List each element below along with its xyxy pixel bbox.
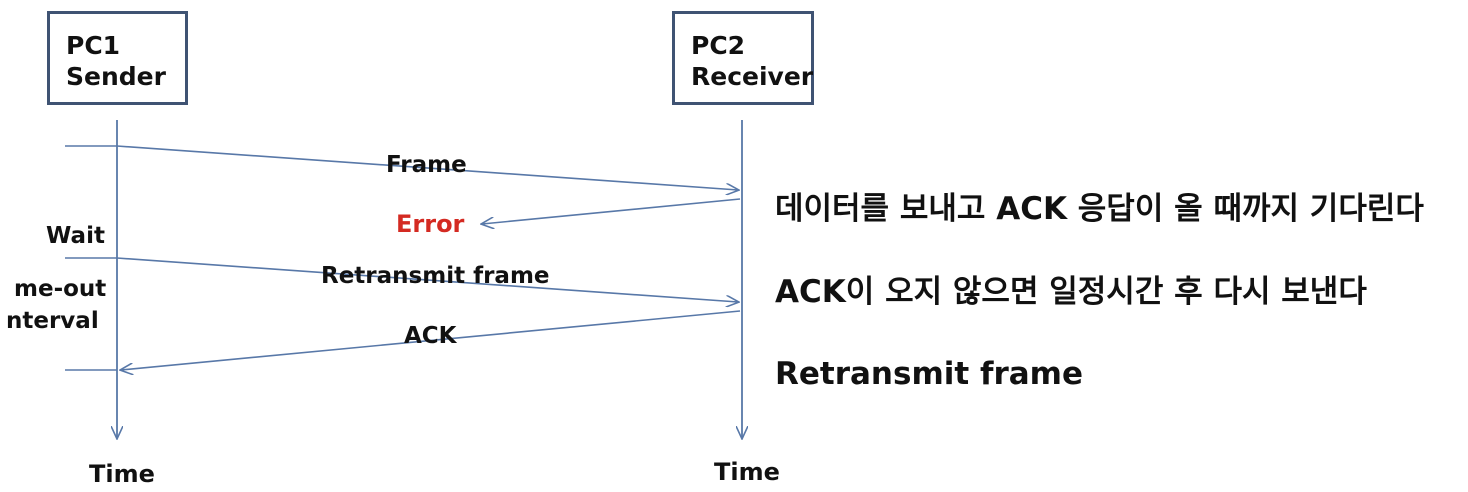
retransmit-arrow <box>116 257 738 302</box>
pc2-name: PC2 <box>691 31 746 60</box>
time-label-sender: Time <box>89 460 155 488</box>
side-note-3: Retransmit frame <box>775 356 1084 392</box>
frame-label: Frame <box>386 152 467 178</box>
frame-arrow <box>116 145 738 190</box>
ack-arrow <box>121 310 741 370</box>
side-note-2: ACK이 오지 않으면 일정시간 후 다시 보낸다 <box>775 274 1367 310</box>
pc1-role: Sender <box>66 62 166 91</box>
pc1-name: PC1 <box>66 31 121 60</box>
side-note-1: 데이터를 보내고 ACK 응답이 올 때까지 기다린다 <box>775 191 1424 227</box>
timeout-label-line1: me-out <box>14 276 107 302</box>
error-label: Error <box>396 210 465 238</box>
error-arrow <box>482 198 741 224</box>
pc2-box: PC2 Receiver <box>672 11 814 105</box>
timeout-label-line2: nterval <box>6 308 99 334</box>
retransmit-label: Retransmit frame <box>321 263 550 289</box>
pc2-role: Receiver <box>691 62 814 91</box>
wait-label: Wait <box>46 223 105 249</box>
pc1-box: PC1 Sender <box>47 11 188 105</box>
time-label-receiver: Time <box>714 458 780 486</box>
ack-label: ACK <box>404 323 457 349</box>
